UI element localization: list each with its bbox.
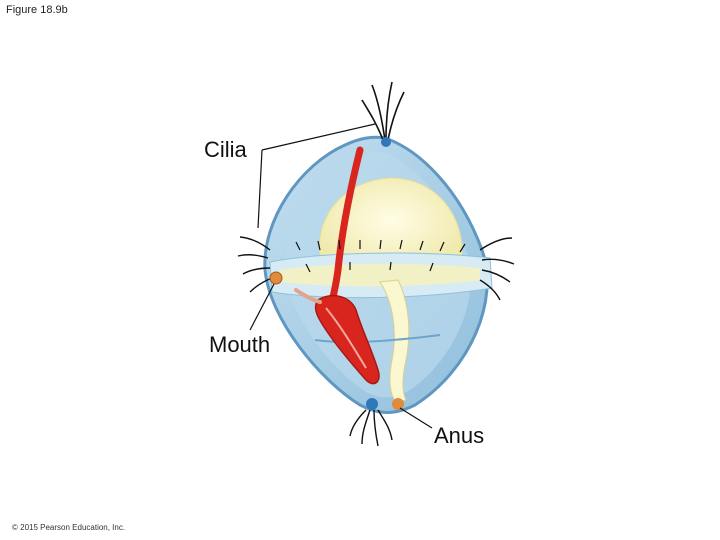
copyright-notice: © 2015 Pearson Education, Inc. (12, 523, 126, 532)
mouth-opening (269, 271, 283, 285)
anal-pore-right (392, 398, 404, 410)
figure-label: Figure 18.9b (6, 4, 68, 16)
anus-leader-line (399, 407, 433, 429)
cilia-leader-line (261, 123, 376, 151)
cilia-label: Cilia (204, 137, 247, 162)
pharynx-highlight (325, 307, 367, 369)
right-comb-cilia (479, 237, 515, 301)
apical-organ (381, 137, 391, 147)
mouth-label: Mouth (209, 332, 271, 357)
oral-cilia (349, 409, 393, 447)
anus-label: Anus (434, 423, 485, 448)
mouth-leader-line (249, 283, 275, 331)
equatorial-comb-cilia (295, 239, 466, 273)
anal-pore-left (366, 398, 378, 410)
lower-canal (314, 334, 441, 344)
mouth-canal (294, 288, 322, 304)
aboral-cilia (361, 81, 405, 141)
cilia-leader-line-lower (257, 149, 263, 229)
anal-canal (379, 279, 410, 403)
